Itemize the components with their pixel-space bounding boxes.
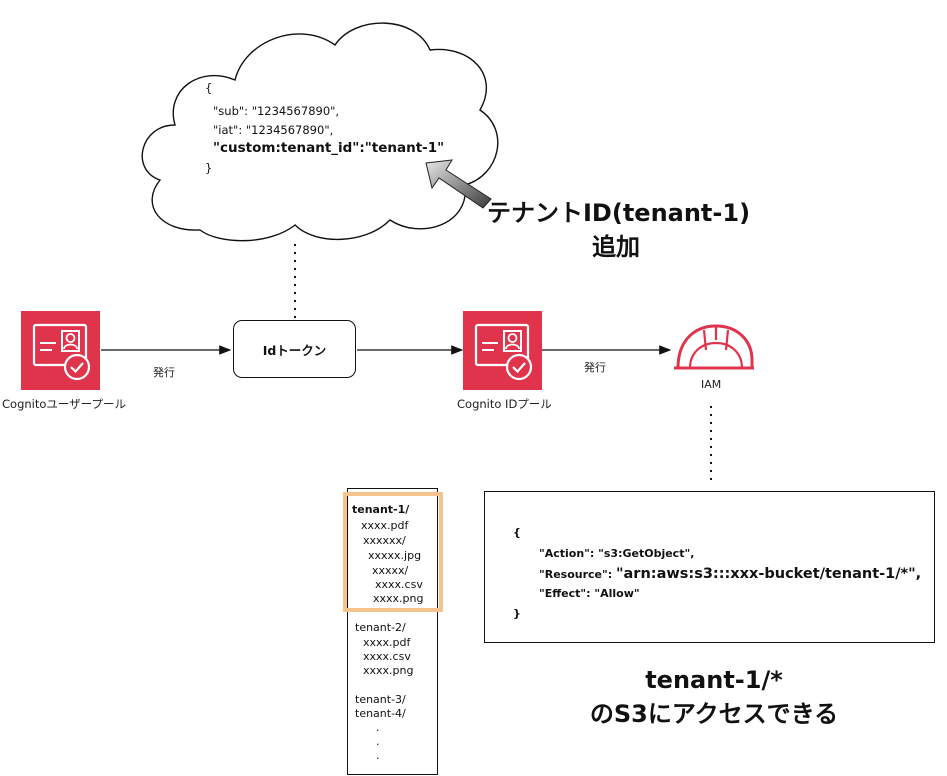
id-token-label: Idトークン <box>262 342 327 358</box>
file-tenant-1-folder: tenant-1/ <box>352 503 410 516</box>
file-item: xxxx.pdf <box>361 519 409 532</box>
token-json-iat: "iat": "1234567890", <box>213 123 334 137</box>
policy-action-key: "Action" <box>539 547 590 560</box>
token-cloud <box>141 22 499 242</box>
file-item: xxxx.csv <box>375 578 423 591</box>
file-item: xxxx.pdf <box>363 636 411 649</box>
file-ellipsis-dot: . <box>376 735 380 748</box>
file-ellipsis-dot: . <box>376 721 380 734</box>
callout-subtitle: 追加 <box>592 233 640 261</box>
iam-policy-box: { "Action": "s3:GetObject", "Resource": … <box>484 491 935 643</box>
policy-action: "Action": "s3:GetObject", <box>539 546 694 562</box>
tenant-1-highlight <box>343 492 443 612</box>
id-token-node: Idトークン <box>233 320 356 378</box>
policy-resource-value: "arn:aws:s3:::xxx-bucket/tenant-1/*", <box>615 566 922 582</box>
cognito-user-pool-label: Cognitoユーザープール <box>2 397 126 411</box>
policy-action-value: : "s3:GetObject", <box>589 547 695 560</box>
token-json-close-brace: } <box>205 161 213 175</box>
file-ellipsis-dot: . <box>376 749 380 762</box>
file-item: xxxxx.jpg <box>368 549 422 562</box>
policy-resource: "Resource": "arn:aws:s3:::xxx-bucket/ten… <box>539 566 922 582</box>
token-json-sub: "sub": "1234567890", <box>213 104 340 118</box>
file-item: xxxxx/ <box>372 564 409 577</box>
file-item: xxxxxx/ <box>363 534 406 547</box>
policy-open-brace: { <box>513 526 521 539</box>
callout-title: テナントID(tenant-1) <box>487 199 751 227</box>
cognito-identity-pool-label: Cognito IDプール <box>457 397 552 411</box>
iam-helmet-icon <box>674 324 754 370</box>
policy-close-brace: } <box>513 607 521 620</box>
edge-issue-label-2: 発行 <box>584 361 606 374</box>
file-item: xxxx.png <box>363 664 414 677</box>
conclusion-line-1: tenant-1/* <box>645 666 783 694</box>
conclusion-line-2: のS3にアクセスできる <box>589 700 839 728</box>
token-json-open-brace: { <box>205 81 213 95</box>
edge-issue-label-1: 発行 <box>153 366 175 379</box>
iam-label: IAM <box>701 378 722 391</box>
token-json-tenant-id: "custom:tenant_id":"tenant-1" <box>213 140 445 156</box>
file-item: xxxx.csv <box>363 650 411 663</box>
policy-resource-key: "Resource" <box>539 568 608 581</box>
cognito-user-pool-icon <box>21 311 100 390</box>
policy-effect: "Effect": "Allow" <box>539 587 640 600</box>
big-callout-arrow <box>425 159 492 209</box>
file-tenant-3-folder: tenant-3/ <box>355 693 406 706</box>
cognito-identity-pool-icon <box>463 311 542 390</box>
file-tenant-2-folder: tenant-2/ <box>355 621 406 634</box>
s3-file-list-panel <box>347 488 438 775</box>
file-item: xxxx.png <box>373 592 424 605</box>
file-tenant-4-folder: tenant-4/ <box>355 707 406 720</box>
